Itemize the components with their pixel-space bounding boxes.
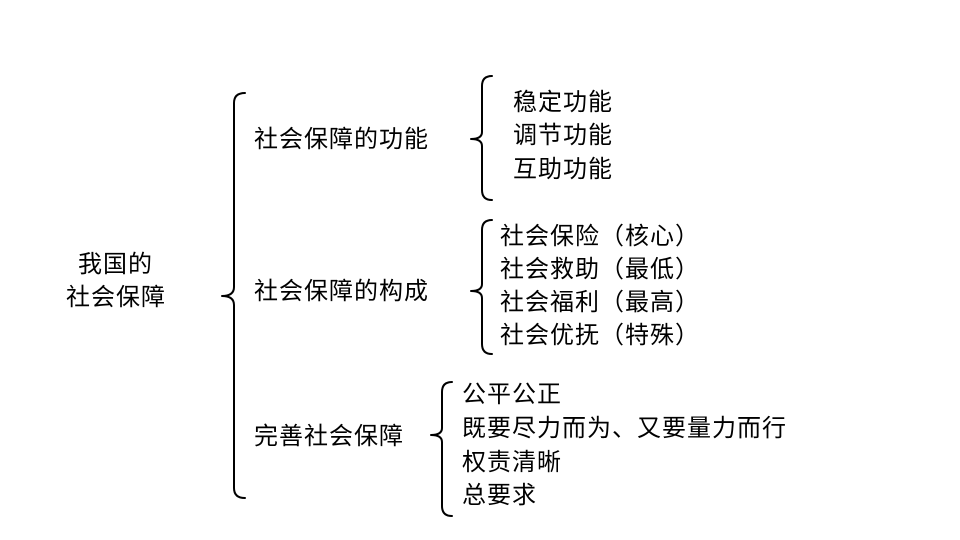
improvement-item-capacity: 既要尽力而为、又要量力而行 bbox=[462, 414, 787, 442]
improvement-item-responsibility: 权责清晰 bbox=[462, 448, 562, 476]
root-label-line1: 我国的 bbox=[78, 250, 153, 278]
composition-item-assistance: 社会救助（最低） bbox=[500, 255, 700, 283]
improvement-item-general-requirement: 总要求 bbox=[462, 481, 537, 509]
improvement-item-fairness: 公平公正 bbox=[462, 380, 562, 408]
function-item-regulation: 调节功能 bbox=[513, 121, 613, 149]
brace-improvement bbox=[430, 381, 453, 517]
branch-improvement-label: 完善社会保障 bbox=[254, 422, 404, 450]
root-label-line2: 社会保障 bbox=[66, 283, 166, 311]
branch-functions-label: 社会保障的功能 bbox=[254, 125, 429, 153]
composition-item-welfare: 社会福利（最高） bbox=[500, 288, 700, 316]
main-brace bbox=[221, 92, 246, 499]
branch-composition-label: 社会保障的构成 bbox=[254, 277, 429, 305]
composition-item-insurance: 社会保险（核心） bbox=[500, 222, 700, 250]
brace-composition bbox=[470, 219, 493, 355]
composition-item-special-care: 社会优抚（特殊） bbox=[500, 321, 700, 349]
brace-functions bbox=[470, 75, 493, 201]
function-item-stability: 稳定功能 bbox=[513, 88, 613, 116]
function-item-mutual-aid: 互助功能 bbox=[513, 155, 613, 183]
